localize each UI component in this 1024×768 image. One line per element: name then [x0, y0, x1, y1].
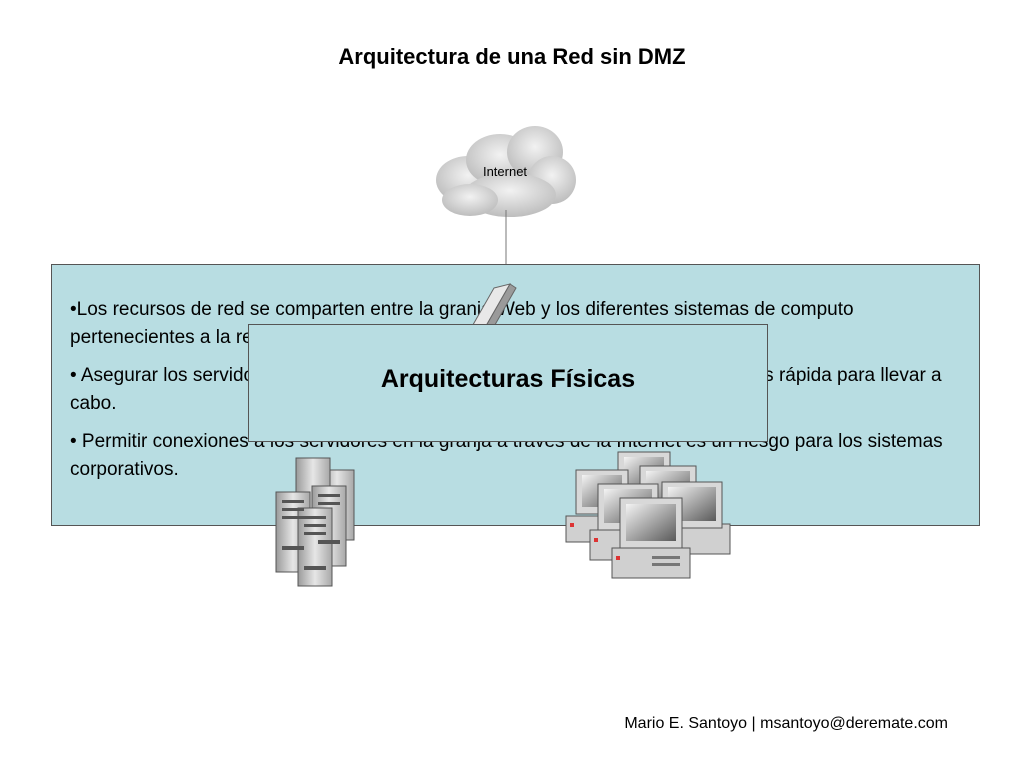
footer-credit: Mario E. Santoyo | msantoyo@deremate.com — [624, 715, 948, 732]
overlay-title-box: Arquitecturas Físicas — [248, 324, 768, 442]
overlay-title: Arquitecturas Físicas — [380, 364, 636, 393]
slide-title: Arquitectura de una Red sin DMZ — [338, 44, 686, 69]
cloud-icon — [436, 126, 576, 217]
cloud-label: Internet — [482, 164, 528, 179]
